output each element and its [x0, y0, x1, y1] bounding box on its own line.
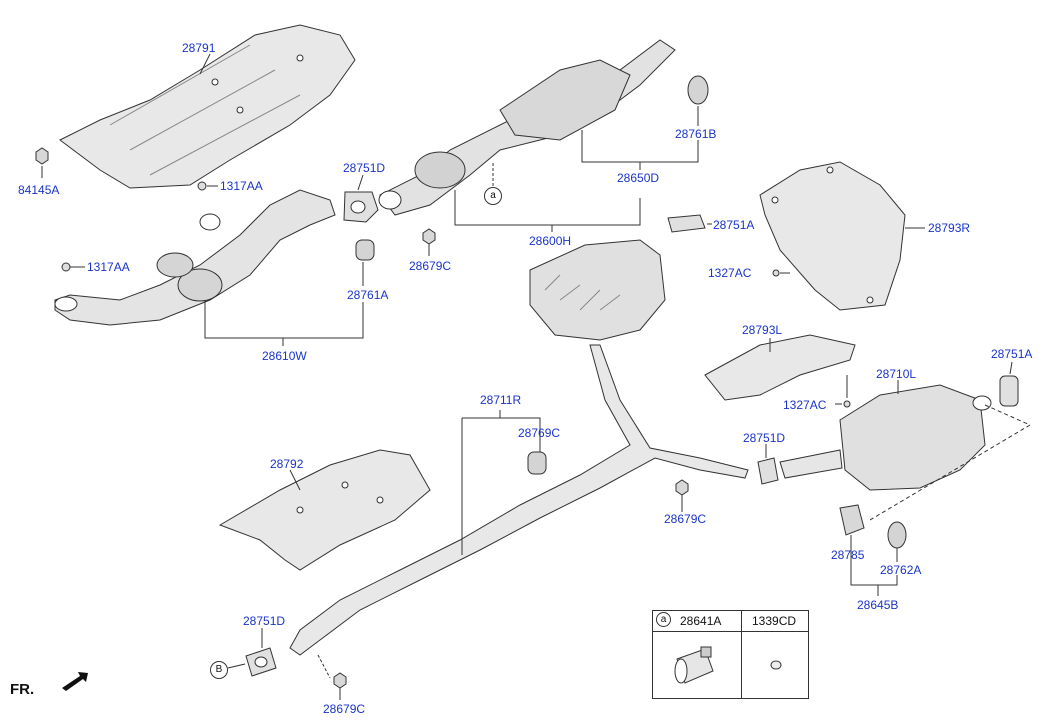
- bracket-28785[interactable]: [839, 504, 865, 536]
- heat-shield-28791[interactable]: [59, 24, 356, 189]
- label-28792[interactable]: 28792: [270, 457, 304, 471]
- legend-box: a 28641A 1339CD: [652, 610, 809, 699]
- heat-shield-28792[interactable]: [218, 449, 431, 571]
- legend-col2-label[interactable]: 1339CD: [752, 614, 797, 628]
- legend-callout-a: a: [656, 612, 671, 627]
- label-28710L[interactable]: 28710L: [876, 367, 917, 381]
- front-pipe-28650D[interactable]: [378, 39, 676, 216]
- callout-a[interactable]: a: [484, 187, 502, 205]
- hanger-28761A[interactable]: [355, 239, 375, 261]
- label-28793R[interactable]: 28793R: [928, 221, 971, 235]
- label-1327AC-mid[interactable]: 1327AC: [783, 398, 827, 412]
- legend-divider: [741, 611, 742, 698]
- grommet-1339CD-icon: [770, 660, 782, 670]
- manifold-catalyst-28610W[interactable]: [54, 189, 336, 326]
- bolt-1327AC-top[interactable]: [772, 269, 780, 277]
- nut-28679C-top[interactable]: [422, 228, 436, 245]
- label-28600H[interactable]: 28600H: [529, 234, 572, 248]
- label-28761B[interactable]: 28761B: [675, 127, 717, 141]
- gasket-28751A-mid[interactable]: [667, 214, 706, 233]
- label-28761A[interactable]: 28761A: [347, 288, 389, 302]
- front-direction-arrow-icon: [62, 672, 88, 691]
- bolt-1317AA-left[interactable]: [61, 262, 71, 272]
- label-28793L[interactable]: 28793L: [742, 323, 783, 337]
- center-pipe-28711R[interactable]: [289, 344, 749, 656]
- label-28751A-right[interactable]: 28751A: [991, 347, 1033, 361]
- nut-28679C-bottom[interactable]: [333, 672, 347, 689]
- bolt-1317AA-top[interactable]: [197, 181, 207, 191]
- legend-header: [653, 611, 808, 632]
- label-84145A[interactable]: 84145A: [18, 183, 60, 197]
- label-1317AA-left[interactable]: 1317AA: [87, 260, 130, 274]
- bolt-1327AC-mid[interactable]: [843, 400, 851, 408]
- nut-84145A[interactable]: [35, 147, 49, 165]
- label-28769C[interactable]: 28769C: [518, 426, 561, 440]
- hanger-28762A[interactable]: [887, 521, 907, 549]
- label-1317AA-top[interactable]: 1317AA: [220, 179, 263, 193]
- label-28711R[interactable]: 28711R: [480, 393, 522, 407]
- hanger-28761B[interactable]: [687, 75, 709, 105]
- muffler-28711R[interactable]: [529, 239, 666, 341]
- label-28679C-top[interactable]: 28679C: [409, 259, 452, 273]
- label-28751D-bottom[interactable]: 28751D: [243, 614, 286, 628]
- label-28645B[interactable]: 28645B: [857, 598, 899, 612]
- muffler-28710L[interactable]: [779, 384, 992, 491]
- heat-shield-28793R[interactable]: [759, 161, 906, 311]
- label-28610W[interactable]: 28610W: [262, 349, 307, 363]
- label-28751A-mid[interactable]: 28751A: [713, 218, 755, 232]
- label-28785[interactable]: 28785: [831, 548, 865, 562]
- label-28751D-top[interactable]: 28751D: [343, 161, 386, 175]
- nut-28679C-mid[interactable]: [675, 479, 689, 496]
- label-28751D-mid[interactable]: 28751D: [743, 431, 786, 445]
- label-1327AC-top[interactable]: 1327AC: [708, 266, 752, 280]
- front-direction-label: FR.: [10, 681, 35, 698]
- label-28679C-mid[interactable]: 28679C: [664, 512, 707, 526]
- label-28650D[interactable]: 28650D: [617, 171, 660, 185]
- gasket-28751D-mid[interactable]: [757, 457, 779, 485]
- legend-col1-label[interactable]: 28641A: [680, 614, 722, 628]
- hanger-28769C[interactable]: [527, 451, 547, 475]
- heat-shield-28793L[interactable]: [704, 334, 856, 401]
- gasket-28751A-right[interactable]: [999, 375, 1019, 407]
- clamp-28641A-icon: [674, 646, 714, 684]
- label-28791[interactable]: 28791: [182, 41, 216, 55]
- callout-b[interactable]: B: [210, 661, 228, 679]
- label-28679C-bottom[interactable]: 28679C: [323, 702, 366, 716]
- label-28762A[interactable]: 28762A: [880, 563, 922, 577]
